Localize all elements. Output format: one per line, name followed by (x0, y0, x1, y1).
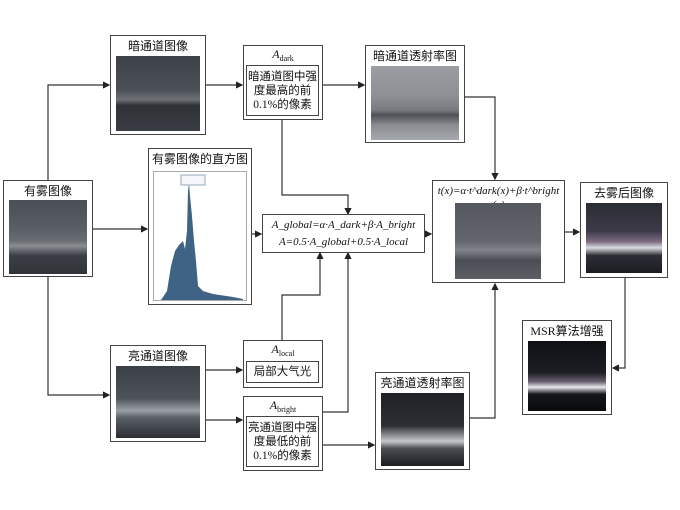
arrow-tdark-tx (465, 96, 499, 181)
dark-transmission-image (371, 66, 459, 140)
hist-title: 有雾图像的直方图 (151, 152, 248, 166)
hazy-image (9, 200, 87, 274)
msr-image (528, 341, 606, 411)
msr-node: MSR算法增强 (522, 320, 612, 415)
bright-transmission-node: 亮通道透射率图 (375, 372, 470, 470)
dehazed-title: 去雾后图像 (593, 186, 654, 200)
a-dark-desc: 暗通道图中强度最高的前0.1%的像素 (246, 65, 319, 116)
dark-title: 暗通道图像 (127, 39, 188, 53)
hazy-title: 有雾图像 (23, 184, 72, 198)
a-local-desc: 局部大气光 (246, 361, 319, 383)
a-local-symbol: Alocal (271, 342, 295, 358)
hazy-image-node: 有雾图像 (3, 180, 93, 277)
bright-title: 亮通道图像 (127, 349, 188, 363)
a-dark-symbol: Adark (272, 47, 294, 63)
bright-transmission-image (381, 393, 464, 466)
atmospheric-light-formula: A_global=α·A_dark+β·A_bright A=0.5·A_glo… (262, 214, 425, 253)
formula-line-2: A=0.5·A_global+0.5·A_local (278, 236, 409, 248)
fused-transmission-image (455, 203, 541, 279)
arrow-dehazed-msr (611, 278, 626, 372)
a-bright-desc: 亮通道图中强度最低的前0.1%的像素 (246, 416, 319, 467)
arrow-adark-formula (281, 120, 352, 216)
arrow-hazy-bright (47, 277, 111, 399)
dehazed-image (586, 203, 662, 273)
dehazed-node: 去雾后图像 (580, 182, 668, 278)
bright-channel-node: 亮通道图像 (110, 345, 206, 442)
histogram-plot (153, 171, 247, 301)
arrow-alocal-formula (281, 251, 324, 340)
tdark-title: 暗通道透射率图 (372, 49, 457, 63)
arrow-tbright-tx (470, 282, 499, 419)
arrow-abright-formula (323, 251, 352, 413)
histogram-datatip (180, 174, 206, 186)
msr-title: MSR算法增强 (530, 324, 604, 338)
a-local-node: Alocal 局部大气光 (243, 340, 323, 388)
a-dark-node: Adark 暗通道图中强度最高的前0.1%的像素 (243, 45, 323, 120)
histogram-bars (161, 183, 243, 300)
arrow-hazy-dark (47, 81, 111, 180)
histogram-node: 有雾图像的直方图 (148, 148, 252, 305)
a-bright-symbol: Abright (269, 398, 297, 414)
transmission-fusion-node: t(x)=α·t^dark(x)+β·t^bright(x) (432, 180, 565, 283)
formula-line-1: A_global=α·A_dark+β·A_bright (271, 219, 416, 231)
dark-transmission-node: 暗通道透射率图 (365, 45, 465, 143)
tbright-title: 亮通道透射率图 (380, 376, 465, 390)
dark-channel-image (116, 56, 200, 131)
a-bright-node: Abright 亮通道图中强度最低的前0.1%的像素 (243, 396, 323, 471)
dark-channel-node: 暗通道图像 (110, 35, 206, 135)
bright-channel-image (116, 366, 200, 438)
